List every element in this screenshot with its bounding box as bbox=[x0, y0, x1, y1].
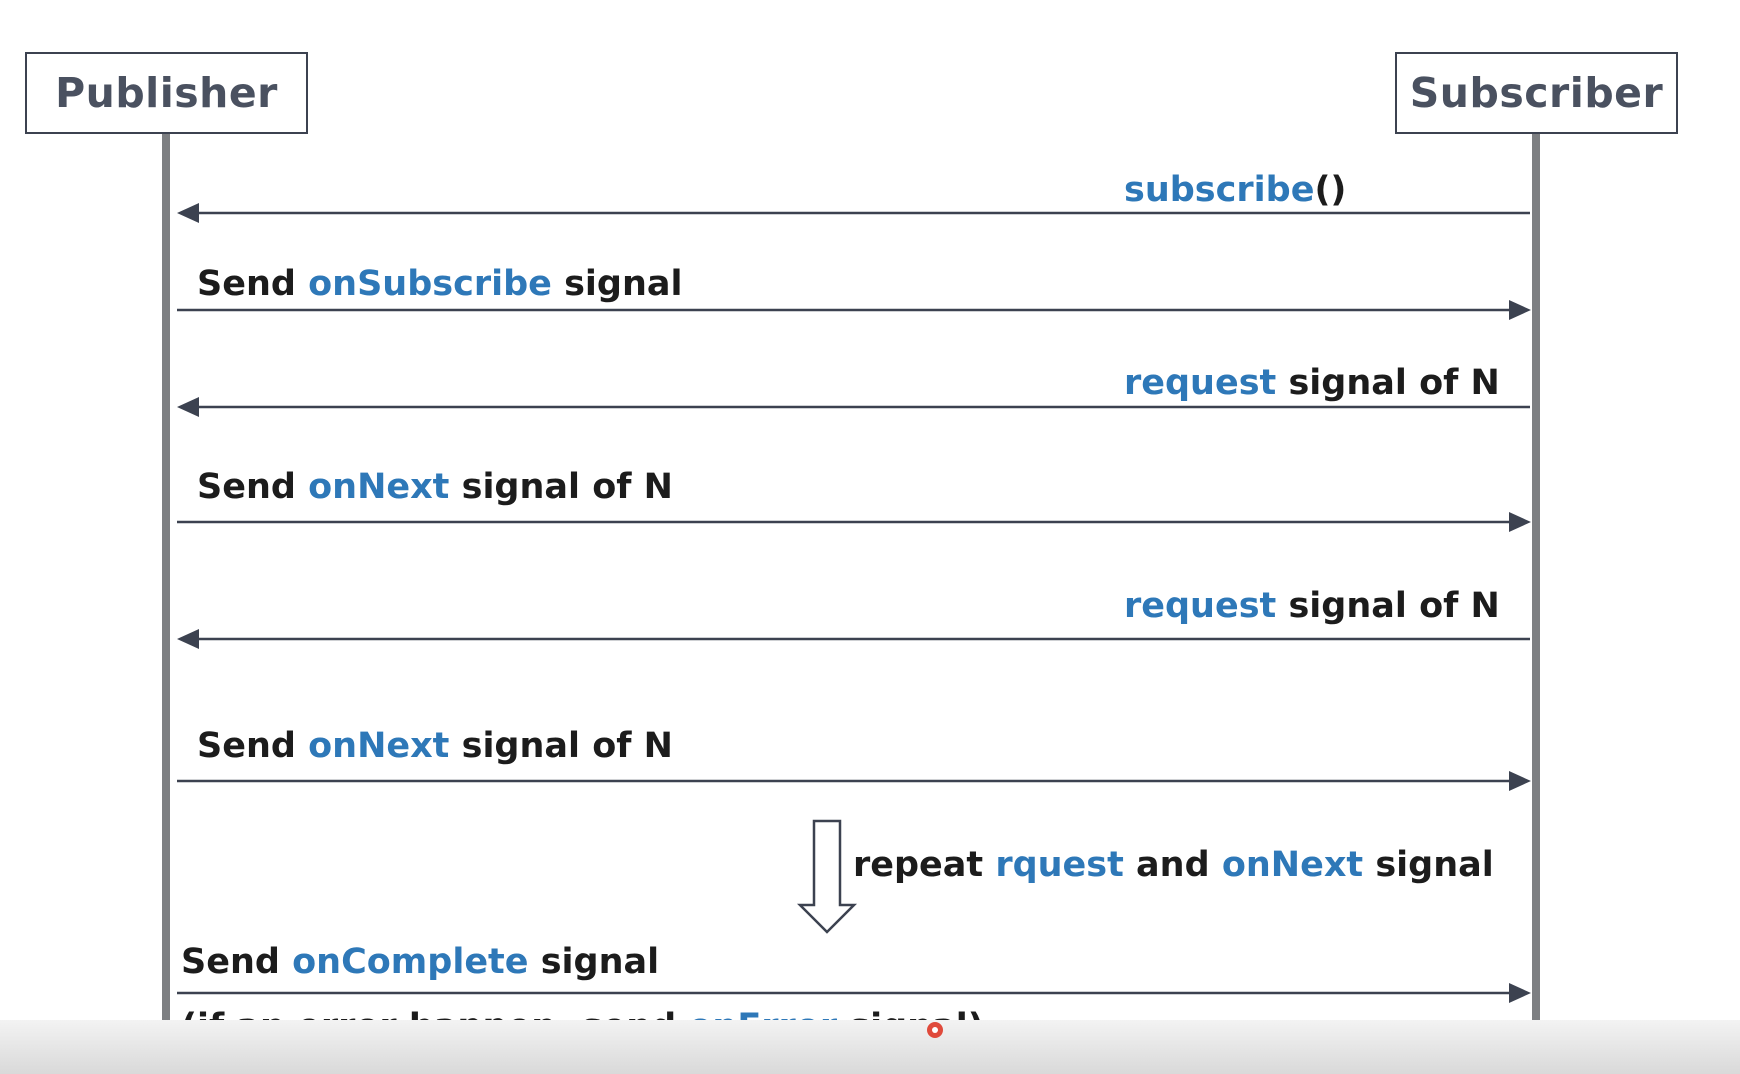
message-text: Send bbox=[181, 942, 293, 982]
arrowhead-subscribe bbox=[177, 203, 199, 223]
message-text: () bbox=[1314, 170, 1347, 210]
message-onnext-2: Send onNext signal of N bbox=[197, 729, 673, 764]
message-oncomplete: Send onComplete signal bbox=[181, 945, 659, 980]
message-subscribe: subscribe() bbox=[1124, 173, 1346, 208]
cursor-indicator bbox=[927, 1022, 943, 1038]
message-text: signal bbox=[528, 942, 660, 982]
message-text: signal of N bbox=[449, 726, 673, 766]
arrowhead-onsubscribe bbox=[1509, 300, 1531, 320]
signal-keyword: onComplete bbox=[292, 942, 529, 982]
arrowhead-request-2 bbox=[177, 629, 199, 649]
message-text: Send bbox=[197, 264, 309, 304]
message-text: signal of N bbox=[449, 467, 673, 507]
message-text: signal of N bbox=[1276, 363, 1500, 403]
message-request-1: request signal of N bbox=[1124, 366, 1500, 401]
bottom-bar bbox=[0, 1020, 1740, 1074]
message-request-2: request signal of N bbox=[1124, 589, 1500, 624]
repeat-down-arrow bbox=[796, 819, 858, 934]
message-text: signal bbox=[1363, 845, 1494, 885]
message-text: repeat bbox=[853, 845, 996, 885]
subscriber-lifeline bbox=[1532, 134, 1540, 1036]
subscriber-label: Subscriber bbox=[1409, 69, 1664, 117]
arrowhead-oncomplete bbox=[1509, 983, 1531, 1003]
publisher-label: Publisher bbox=[55, 69, 278, 117]
message-text: signal bbox=[551, 264, 683, 304]
publisher-actor-box: Publisher bbox=[25, 52, 308, 134]
signal-keyword: onNext bbox=[308, 726, 450, 766]
signal-keyword: request bbox=[1124, 586, 1277, 626]
signal-keyword: onNext bbox=[1221, 845, 1364, 885]
signal-keyword: onNext bbox=[308, 467, 450, 507]
arrowhead-onnext-1 bbox=[1509, 512, 1531, 532]
message-onsubscribe: Send onSubscribe signal bbox=[197, 267, 683, 302]
arrowhead-onnext-2 bbox=[1509, 771, 1531, 791]
signal-keyword: rquest bbox=[995, 845, 1124, 885]
subscriber-actor-box: Subscriber bbox=[1395, 52, 1678, 134]
message-repeat: repeat rquest and onNext signal bbox=[853, 848, 1494, 883]
signal-keyword: subscribe bbox=[1124, 170, 1315, 210]
message-text: signal of N bbox=[1276, 586, 1500, 626]
message-onnext-1: Send onNext signal of N bbox=[197, 470, 673, 505]
message-text: Send bbox=[197, 467, 309, 507]
signal-keyword: onSubscribe bbox=[308, 264, 552, 304]
signal-keyword: request bbox=[1124, 363, 1277, 403]
arrowhead-request-1 bbox=[177, 397, 199, 417]
publisher-lifeline bbox=[162, 134, 170, 1046]
message-text: and bbox=[1123, 845, 1222, 885]
message-text: Send bbox=[197, 726, 309, 766]
